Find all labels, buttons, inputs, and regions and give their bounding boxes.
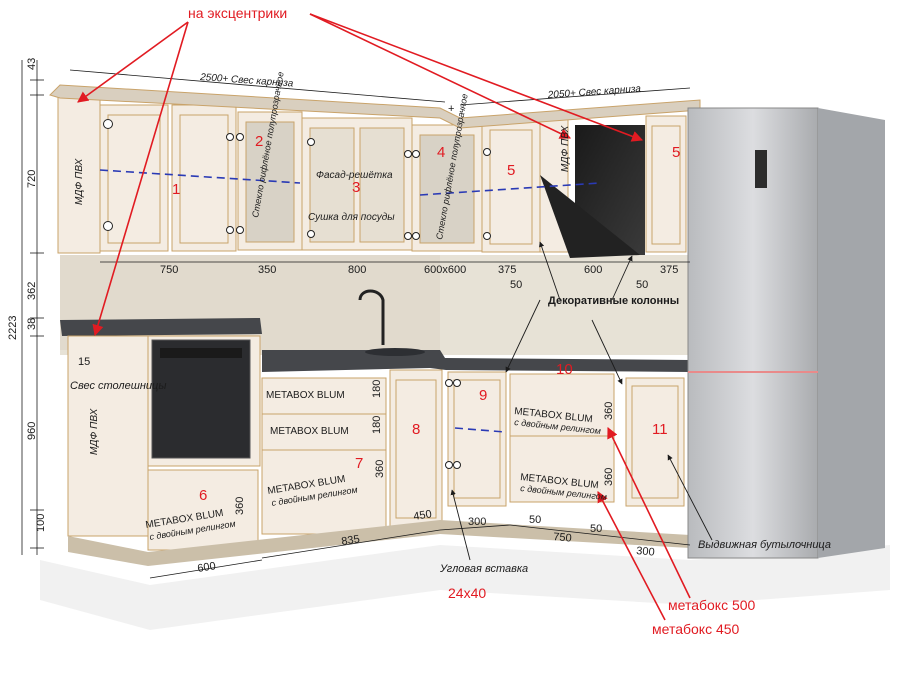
dish-dryer-label: Сушка для посуды: [308, 212, 395, 223]
fridge: [687, 107, 885, 559]
cabinet-number: 3: [352, 179, 360, 196]
eccentrics-label: на эксцентрики: [188, 5, 287, 21]
dim-left: 15: [78, 356, 90, 368]
dim-upper: 600: [584, 264, 602, 276]
corner-insert-label: Угловая вставка: [439, 563, 528, 575]
dim-drawer: 180: [371, 416, 383, 434]
black-arrows: [450, 241, 713, 561]
cabinet-number: 10: [556, 361, 573, 378]
dim-left: 720: [26, 170, 38, 188]
dim-drawer: 360: [603, 402, 615, 420]
dim-lower: 50: [529, 514, 541, 526]
dim-lower: 450: [413, 508, 433, 523]
cabinet-number: 11: [652, 421, 668, 438]
bottle-holder-label: Выдвижная бутылочница: [698, 539, 831, 551]
dim-drawer: 360: [374, 460, 386, 478]
dim-lower: 300: [636, 545, 655, 559]
upper-cabinets: [49, 84, 701, 254]
dim-drawer: 180: [371, 380, 383, 398]
dim-left: 100: [35, 514, 47, 532]
dim-left: 362: [26, 282, 38, 300]
red-arrows: [77, 13, 691, 621]
countertops: [60, 289, 690, 372]
dim-lower: 750: [553, 531, 572, 545]
cornice-right-label: 2050+ Свес карниза: [546, 83, 641, 101]
dim-upper: 375: [498, 264, 516, 276]
mdf-top-label: МДФ ПВХ: [74, 158, 85, 205]
dim-upper: 800: [348, 264, 366, 276]
dimension-lines: [21, 60, 691, 579]
dim-column: 50: [636, 279, 648, 291]
mdf-bottom-label: МДФ ПВХ: [89, 408, 100, 455]
cabinet-number: 5: [507, 162, 515, 179]
dim-upper: 600х600: [424, 264, 466, 276]
dim-lower: 835: [341, 533, 361, 548]
dim-drawer: 360: [603, 468, 615, 486]
cabinet-number: 4: [437, 144, 445, 161]
cabinet-number: 2: [255, 133, 263, 150]
cabinet-number: 8: [412, 421, 420, 438]
eccentric-markers: [103, 119, 491, 469]
dim-left: 43: [26, 58, 38, 70]
lower-cabinets: [68, 369, 690, 566]
decor-columns-label: Декоративные колонны: [548, 295, 679, 307]
oven-column: [67, 335, 261, 537]
drawer-label: METABOX BLUM: [266, 390, 345, 401]
facade-grid-label: Фасад-решётка: [316, 170, 393, 181]
cabinet-number: 6: [199, 487, 207, 504]
dim-left: 960: [26, 422, 38, 440]
dim-left: 2223: [7, 316, 19, 340]
metabox-450-label: метабокс 450: [652, 621, 740, 637]
cabinet-number: 9: [479, 387, 487, 404]
dim-lower: 300: [468, 516, 486, 528]
dim-left: 38: [26, 318, 38, 330]
dim-column: 50: [510, 279, 522, 291]
dim-divider: +: [448, 103, 454, 115]
dim-upper: 350: [258, 264, 276, 276]
drawer-label: METABOX BLUM: [270, 426, 349, 437]
dim-lower: 600: [197, 560, 217, 575]
dim-drawer: 360: [234, 497, 246, 515]
dim-lower: 50: [590, 523, 602, 535]
cabinet-number: 5: [672, 144, 680, 161]
mount-lines: [99, 169, 601, 433]
corner-size-label: 24х40: [448, 585, 486, 601]
mdf-top-right-label: МДФ ПВХ: [560, 125, 571, 172]
dim-upper: 750: [160, 264, 178, 276]
metabox-500-label: метабокс 500: [668, 597, 756, 613]
cabinet-number: 7: [355, 455, 363, 472]
cooker-hood: [540, 125, 645, 258]
countertop-overhang-label: Свес столешницы: [70, 380, 166, 392]
cabinet-number: 1: [172, 181, 180, 198]
dim-upper: 375: [660, 264, 678, 276]
